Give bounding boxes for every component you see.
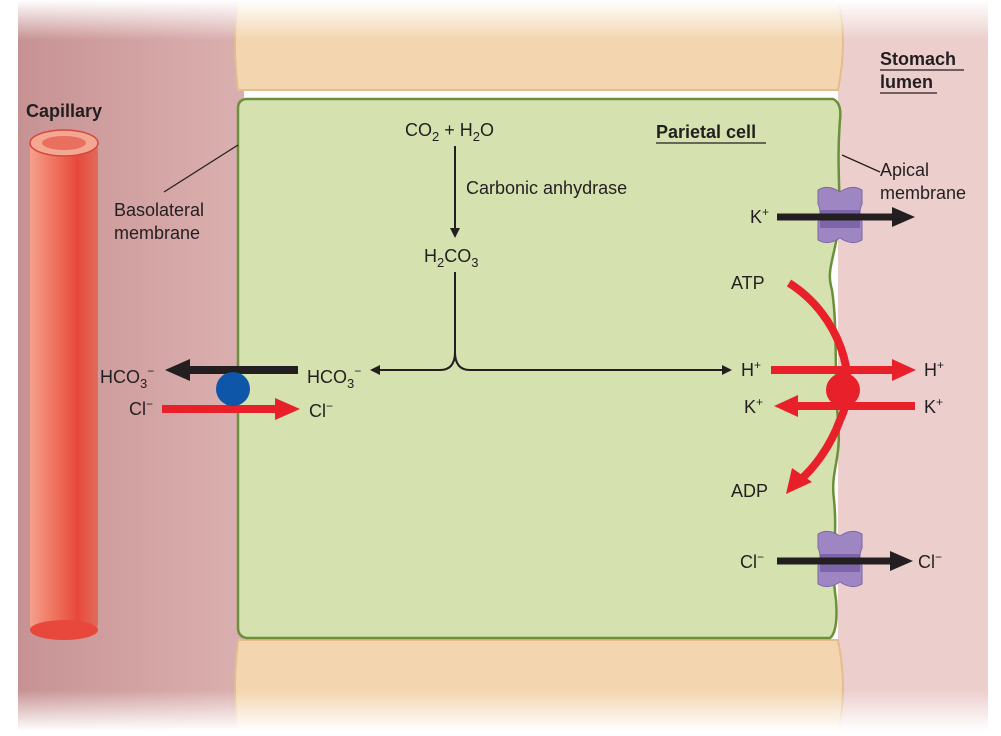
cl-efflux-arrowhead [890, 551, 913, 571]
hco3-inside-label: HCO3− [307, 364, 361, 391]
basolateral-label-line1: Basolateral [114, 200, 204, 220]
k-efflux-arrowhead [892, 207, 915, 227]
h-inside-label: H+ [741, 358, 761, 380]
k-inside-label: K+ [744, 395, 763, 417]
top-fade [0, 0, 1001, 40]
capillary-vessel [29, 129, 99, 640]
basolateral-label-line2: membrane [114, 223, 200, 243]
stomach-lumen-label-line1: Stomach [880, 49, 956, 69]
hco3-efflux-arrowhead [165, 359, 190, 381]
carbonic-anhydrase-label: Carbonic anhydrase [466, 178, 627, 198]
stomach-lumen-label-line2: lumen [880, 72, 933, 92]
atp-to-adp-arrowhead [786, 468, 812, 494]
h-efflux-arrowhead [892, 359, 916, 381]
apical-label-line2: membrane [880, 183, 966, 203]
parietal-cell-body [236, 97, 842, 640]
lumen-region [838, 0, 988, 731]
basolateral-leader [163, 144, 239, 193]
bottom-fade [0, 690, 1001, 731]
cl-influx-arrowhead [275, 398, 300, 420]
co2-h2o-formula: CO2 + H2O [405, 120, 494, 144]
apical-leader [841, 154, 881, 173]
cl-hco3-exchanger [216, 372, 250, 406]
k-influx-arrowhead [774, 395, 798, 417]
cl-outside-label: Cl− [129, 397, 153, 419]
apical-label-line1: Apical [880, 160, 929, 180]
k-efflux-label: K+ [750, 205, 769, 227]
hco3-outside-label: HCO3− [100, 364, 154, 391]
cl-lumen-label: Cl− [918, 550, 942, 572]
capillary-label: Capillary [26, 101, 102, 121]
h2co3-to-h-arrow [454, 351, 732, 375]
cl-channel-inside-label: Cl− [740, 550, 764, 572]
h-k-atpase-pump [826, 373, 860, 407]
k-lumen-label: K+ [924, 395, 943, 417]
cl-inside-label: Cl− [309, 399, 333, 421]
parietal-cell-label: Parietal cell [656, 122, 756, 142]
atp-label: ATP [731, 273, 765, 293]
adp-label: ADP [731, 481, 768, 501]
h-lumen-label: H+ [924, 358, 944, 380]
h2co3-formula: H2CO3 [424, 246, 478, 270]
